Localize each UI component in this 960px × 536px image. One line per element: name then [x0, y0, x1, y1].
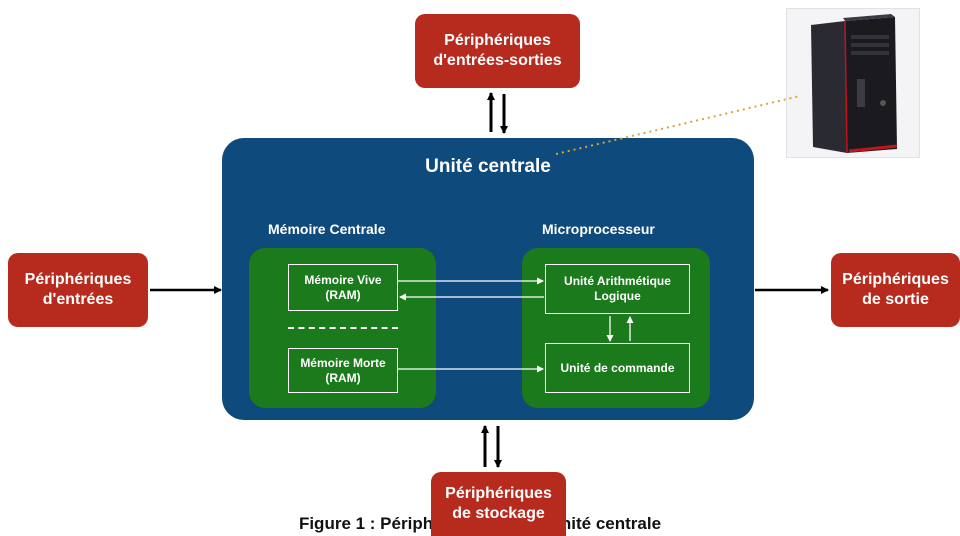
input-peripherals-line1: Périphériques	[24, 271, 132, 288]
memory-section-label: Mémoire Centrale	[268, 221, 386, 237]
computer-tower-image	[786, 8, 920, 158]
ram-cell: Mémoire Vive (RAM)	[288, 264, 398, 311]
alu-label-line2: Logique	[594, 289, 641, 303]
output-peripherals-line2: de sortie	[862, 291, 929, 308]
input-peripherals-box: Périphériques d'entrées	[8, 253, 148, 327]
alu-label-line1: Unité Arithmétique	[564, 274, 671, 288]
ram-label-line2: (RAM)	[325, 287, 361, 302]
storage-peripherals-line2: de stockage	[452, 505, 545, 522]
output-peripherals-box: Périphériques de sortie	[831, 253, 960, 327]
io-peripherals-box: Périphériques d'entrées-sorties	[415, 14, 580, 88]
rom-label-line1: Mémoire Morte	[300, 355, 386, 370]
ram-label-line1: Mémoire Vive	[304, 272, 382, 287]
dotted-connector	[555, 95, 801, 155]
processor-block	[522, 248, 710, 408]
storage-peripherals-box: Périphériques de stockage	[431, 472, 566, 536]
io-peripherals-line2: d'entrées-sorties	[433, 52, 562, 69]
alu-cell: Unité Arithmétique Logique	[545, 264, 690, 314]
control-unit-label: Unité de commande	[560, 360, 675, 375]
desktop-tower-icon	[811, 14, 898, 154]
rom-cell: Mémoire Morte (RAM)	[288, 348, 398, 393]
input-peripherals-line2: d'entrées	[42, 291, 114, 308]
central-unit-title: Unité centrale	[425, 156, 551, 177]
control-unit-cell: Unité de commande	[545, 343, 690, 393]
io-peripherals-line1: Périphériques	[444, 32, 551, 49]
memory-divider	[288, 327, 398, 329]
output-peripherals-line1: Périphériques	[842, 271, 949, 288]
rom-label-line2: (RAM)	[325, 370, 361, 385]
storage-peripherals-line1: Périphériques	[445, 485, 552, 502]
processor-section-label: Microprocesseur	[542, 221, 655, 237]
